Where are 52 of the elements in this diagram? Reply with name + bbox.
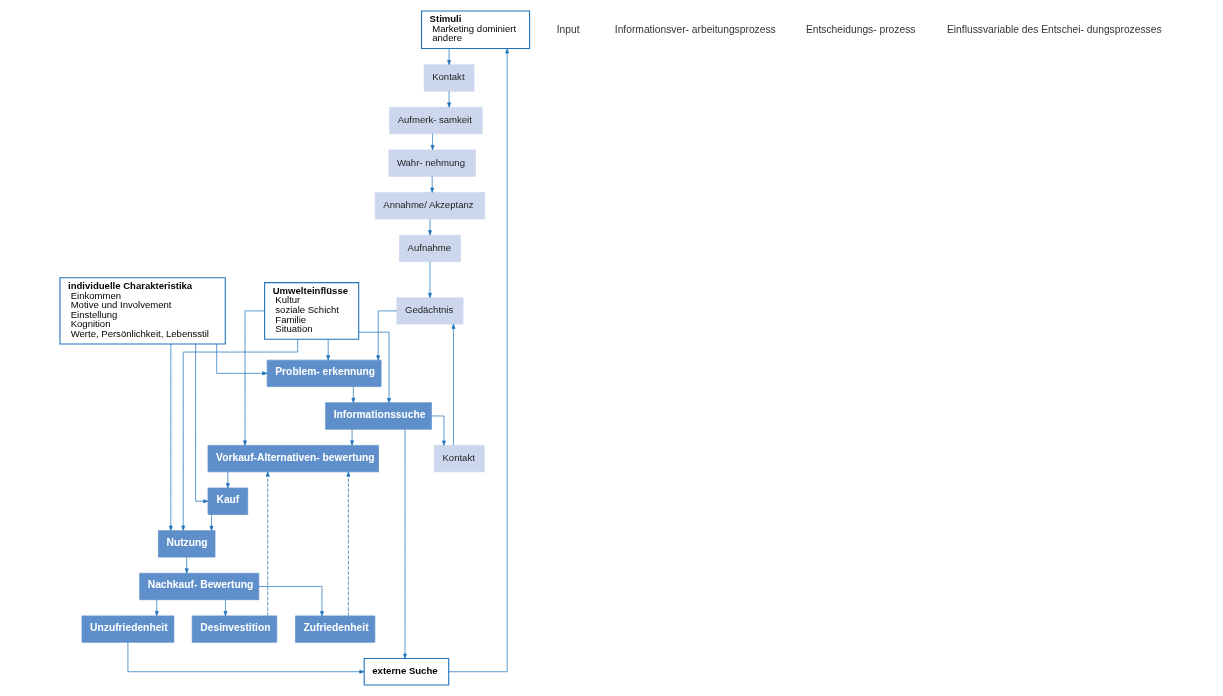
arrow bbox=[265, 471, 270, 617]
arrow bbox=[326, 338, 331, 361]
arrow bbox=[431, 415, 446, 446]
arrow bbox=[184, 556, 189, 574]
arrow bbox=[376, 310, 398, 361]
arrow bbox=[447, 48, 451, 65]
arrow bbox=[258, 586, 324, 617]
node-box: Wahr- nehmung bbox=[388, 149, 476, 177]
arrow bbox=[154, 599, 159, 617]
arrow bbox=[448, 48, 510, 673]
label: Entscheidungs- prozess bbox=[805, 23, 916, 35]
arrow bbox=[216, 343, 268, 376]
node-box: Nachkauf- Bewertung bbox=[139, 572, 260, 601]
arrow bbox=[223, 599, 228, 617]
node-box: Kontakt bbox=[423, 64, 475, 92]
node-box: Desinvestition bbox=[191, 615, 278, 643]
arrow bbox=[209, 514, 214, 531]
node-box: Nutzung bbox=[158, 530, 216, 558]
node-box: Kauf bbox=[207, 487, 249, 515]
arrow bbox=[358, 331, 391, 404]
node-box: Vorkauf-Alternativen- bewertung bbox=[207, 445, 379, 473]
node-box: Zufriedenheit bbox=[295, 615, 376, 643]
label: Input bbox=[556, 23, 580, 35]
arrow bbox=[351, 386, 356, 403]
arrow bbox=[430, 176, 435, 193]
arrow bbox=[243, 310, 265, 446]
node-box: Kontakt bbox=[434, 445, 485, 473]
arrow bbox=[350, 428, 354, 446]
node-box: Stimuli Marketing dominiert andere bbox=[420, 10, 531, 50]
node-box: externe Suche bbox=[363, 657, 450, 686]
node-box: Problem- erkennung bbox=[266, 359, 382, 387]
node-box: Umwelteinflüsse Kultur soziale Schicht Familie Situation bbox=[264, 282, 360, 340]
node-box: Unzufriedenheit bbox=[81, 615, 175, 643]
label: Informationsver- arbeitungsprozess bbox=[614, 23, 776, 35]
arrow bbox=[346, 471, 351, 617]
arrow bbox=[225, 471, 230, 489]
arrow bbox=[168, 343, 173, 531]
arrow bbox=[447, 90, 451, 108]
node-box: Aufmerk- samkeit bbox=[389, 106, 483, 135]
arrow bbox=[403, 429, 407, 659]
node-box: individuelle Charakteristika Einkommen Motive und Involvement Einstellung Kognition Werte, Persönlichkeit, Lebensstil bbox=[59, 277, 226, 345]
node-box: Annahme/ Akzeptanz bbox=[374, 192, 486, 220]
arrow bbox=[127, 642, 365, 674]
arrow bbox=[428, 218, 432, 236]
arrow bbox=[451, 323, 456, 446]
label: Einflussvariable des Entschei- dungsprozesses bbox=[946, 23, 1162, 35]
arrow bbox=[195, 343, 209, 504]
arrow bbox=[430, 133, 435, 151]
node-box: Gedächtnis bbox=[396, 297, 464, 325]
arrow bbox=[428, 261, 432, 299]
node-box: Aufnahme bbox=[399, 234, 461, 262]
node-box: Informationssuche bbox=[325, 402, 432, 430]
